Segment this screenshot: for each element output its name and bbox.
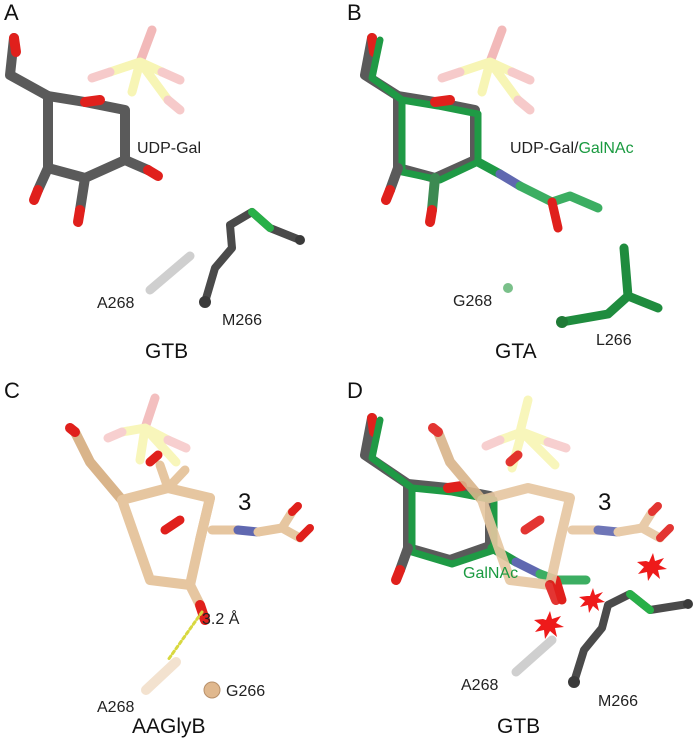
hydrogen-bond: [166, 610, 204, 662]
udp-gal-ligand: [5, 33, 163, 227]
residue-g268-atom: [503, 283, 513, 293]
phosphate-group: [87, 25, 185, 115]
panel-a-residue-a268: A268: [97, 295, 134, 312]
panel-d: [360, 395, 693, 688]
panel-b-letter: B: [347, 0, 362, 25]
panel-a-residue-m266: M266: [222, 312, 262, 329]
clash-star-icon: [637, 553, 667, 581]
residue-m266-stick: [568, 590, 693, 688]
phosphate-group: [481, 395, 571, 473]
residue-l266-stick: [556, 243, 663, 328]
panel-d-enzyme-label: GTB: [497, 715, 540, 738]
panel-c-compound-number: 3: [238, 489, 251, 516]
panel-c-residue-a268: A268: [97, 699, 134, 716]
panel-b: [360, 25, 663, 328]
panel-c-letter: C: [4, 378, 20, 403]
panel-c-residue-g266: G266: [226, 683, 265, 700]
panel-a-letter: A: [4, 0, 19, 25]
compound-3-ligand: [428, 423, 674, 605]
steric-clash-markers: [534, 553, 667, 639]
residue-a268-stick: [145, 251, 195, 295]
residue-a268-stick: [141, 657, 181, 695]
panel-b-residue-l266: L266: [596, 332, 632, 349]
panel-d-ligand-label: GalNAc: [463, 565, 518, 582]
panel-d-letter: D: [347, 378, 363, 403]
panel-d-residue-a268: A268: [461, 677, 498, 694]
panel-b-ligand-label-galnac: GalNAc: [578, 140, 633, 157]
phosphate-group: [437, 25, 535, 115]
clash-star-icon: [579, 588, 605, 613]
panel-c-enzyme-label: AAGlyB: [132, 715, 206, 738]
clash-star-icon: [534, 611, 564, 639]
residue-m266-stick: [199, 208, 305, 308]
residue-g266-atom: [203, 681, 221, 699]
panel-b-ligand-label: UDP-Gal/GalNAc: [510, 140, 634, 157]
panel-b-ligand-label-gal: UDP-Gal/: [510, 140, 579, 157]
panel-c: [65, 393, 314, 699]
udp-gal-galnac-overlay: [360, 33, 603, 233]
panel-b-residue-g268: G268: [453, 293, 492, 310]
panel-c-hbond-distance: 3.2 Å: [202, 609, 240, 628]
panel-a-enzyme-label: GTB: [145, 340, 188, 363]
compound-3-ligand: [65, 423, 314, 625]
panel-a-ligand-label: UDP-Gal: [137, 140, 201, 157]
panel-a: [5, 25, 305, 308]
residue-a268-stick: [511, 635, 557, 677]
panel-d-compound-number: 3: [598, 489, 611, 516]
panel-b-enzyme-label: GTA: [495, 340, 537, 363]
phosphate-group: [103, 393, 191, 467]
panel-d-residue-m266: M266: [598, 693, 638, 710]
